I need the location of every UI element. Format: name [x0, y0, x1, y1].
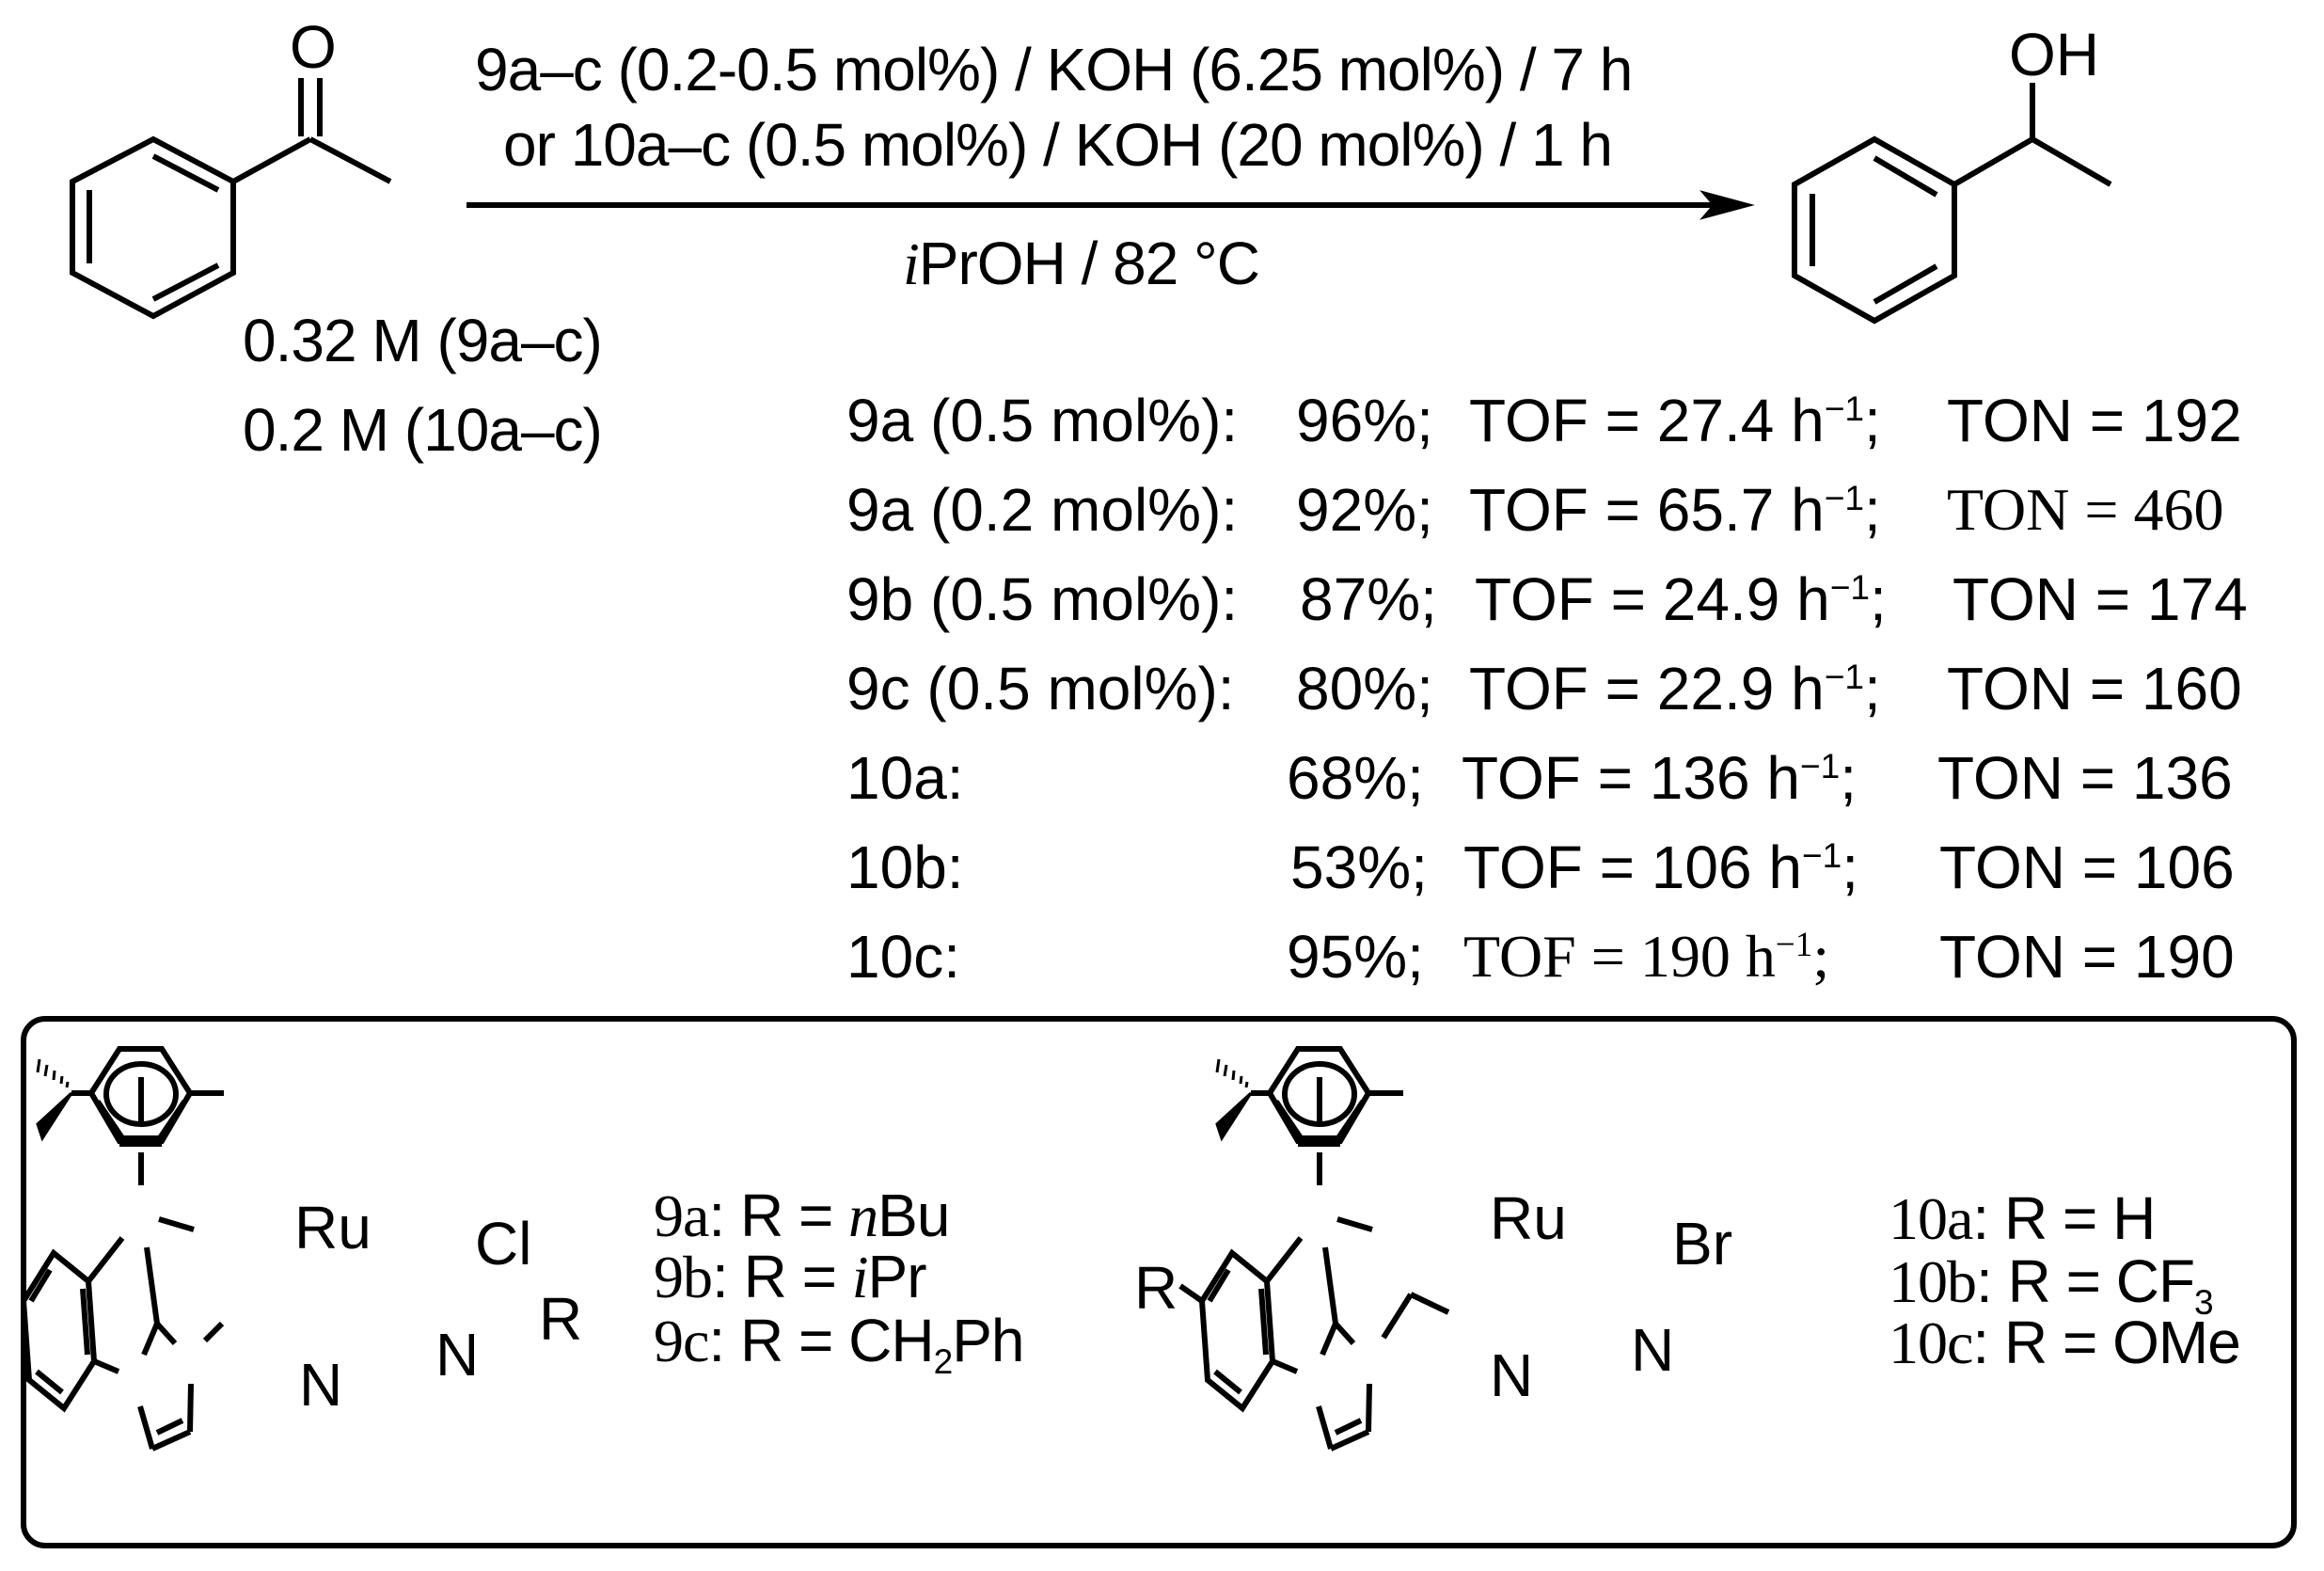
acetophenone-skeleton-icon — [70, 78, 392, 320]
r-group-label: R — [539, 1285, 583, 1353]
yield-value: 53%; — [1290, 833, 1428, 901]
atom-ruthenium: Ru — [1490, 1184, 1567, 1252]
atom-oxygen: O — [290, 13, 337, 81]
legend-9b: 9b: R = iPr — [654, 1243, 927, 1310]
atom-nitrogen-1: N — [1490, 1341, 1534, 1409]
atom-nitrogen-2: N — [435, 1321, 480, 1389]
catalyst-label: 9a (0.5 mol%): — [846, 387, 1239, 454]
r-group-label: R — [1134, 1254, 1178, 1322]
atom-nitrogen-2: N — [1631, 1316, 1675, 1384]
legend-10c: 10c: R = OMe — [1889, 1309, 2241, 1376]
reaction-arrow-icon — [466, 190, 1755, 220]
atom-nitrogen-1: N — [299, 1351, 343, 1419]
tof-value: TOF = 22.9 h−1; — [1469, 655, 1881, 722]
yield-value: 96%; — [1296, 387, 1433, 454]
concentration-label-9: 0.32 M (9a–c) — [243, 307, 603, 374]
catalyst-label: 10b: — [846, 833, 964, 901]
atom-ruthenium: Ru — [294, 1194, 372, 1262]
yield-value: 95%; — [1287, 923, 1424, 991]
ton-value: TON = 106 — [1939, 833, 2235, 901]
yield-value: 68%; — [1287, 744, 1424, 812]
conditions-line-2: or 10a–c (0.5 mol%) / KOH (20 mol%) / 1 … — [503, 111, 1613, 179]
ruthenium-cymene-bromide-complex-icon — [1178, 1046, 1450, 1452]
catalyst-label: 10c: — [846, 923, 960, 991]
solvent-prefix: i — [903, 230, 920, 297]
tof-value: TOF = 190 h−1; — [1463, 923, 1830, 990]
catalyst-label: 9b (0.5 mol%): — [846, 565, 1239, 633]
catalyst-label: 9a (0.2 mol%): — [846, 476, 1239, 544]
atom-hydroxyl: OH — [2009, 21, 2099, 88]
atom-bromine: Br — [1672, 1210, 1732, 1277]
solvent-rest: PrOH / 82 °C — [918, 230, 1260, 297]
ton-value: TON = 136 — [1937, 744, 2233, 812]
ruthenium-cymene-chloride-complex-icon — [20, 1046, 225, 1452]
ton-value: TON = 460 — [1947, 476, 2224, 543]
legend-10b: 10b: R = CF3 — [1889, 1247, 2214, 1322]
legend-9c: 9c: R = CH2Ph — [654, 1307, 1024, 1381]
tof-value: TOF = 106 h−1; — [1463, 833, 1858, 901]
ton-value: TON = 160 — [1947, 655, 2242, 722]
atom-chlorine: Cl — [475, 1210, 532, 1277]
legend-10a: 10a: R = H — [1889, 1184, 2156, 1252]
conditions-solvent-temp: iPrOH / 82 °C — [903, 230, 1260, 297]
phenylethanol-skeleton-icon — [1792, 83, 2112, 325]
ton-value: TON = 190 — [1939, 923, 2235, 991]
tof-value: TOF = 136 h−1; — [1462, 744, 1857, 812]
ton-value: TON = 192 — [1947, 387, 2242, 454]
yield-value: 92%; — [1296, 476, 1433, 544]
tof-value: TOF = 65.7 h−1; — [1469, 476, 1881, 544]
ton-value: TON = 174 — [1952, 565, 2248, 633]
catalyst-label: 9c (0.5 mol%): — [846, 655, 1235, 722]
catalyst-label: 10a: — [846, 744, 964, 812]
yield-value: 87%; — [1300, 565, 1437, 633]
concentration-label-10: 0.2 M (10a–c) — [243, 396, 603, 464]
tof-value: TOF = 27.4 h−1; — [1469, 387, 1881, 454]
catalyst-structures-panel — [21, 1016, 2297, 1548]
yield-value: 80%; — [1296, 655, 1433, 722]
tof-value: TOF = 24.9 h−1; — [1475, 565, 1887, 633]
conditions-line-1: 9a–c (0.2-0.5 mol%) / KOH (6.25 mol%) / … — [475, 36, 1633, 103]
legend-9a: 9a: R = nBu — [654, 1182, 950, 1249]
